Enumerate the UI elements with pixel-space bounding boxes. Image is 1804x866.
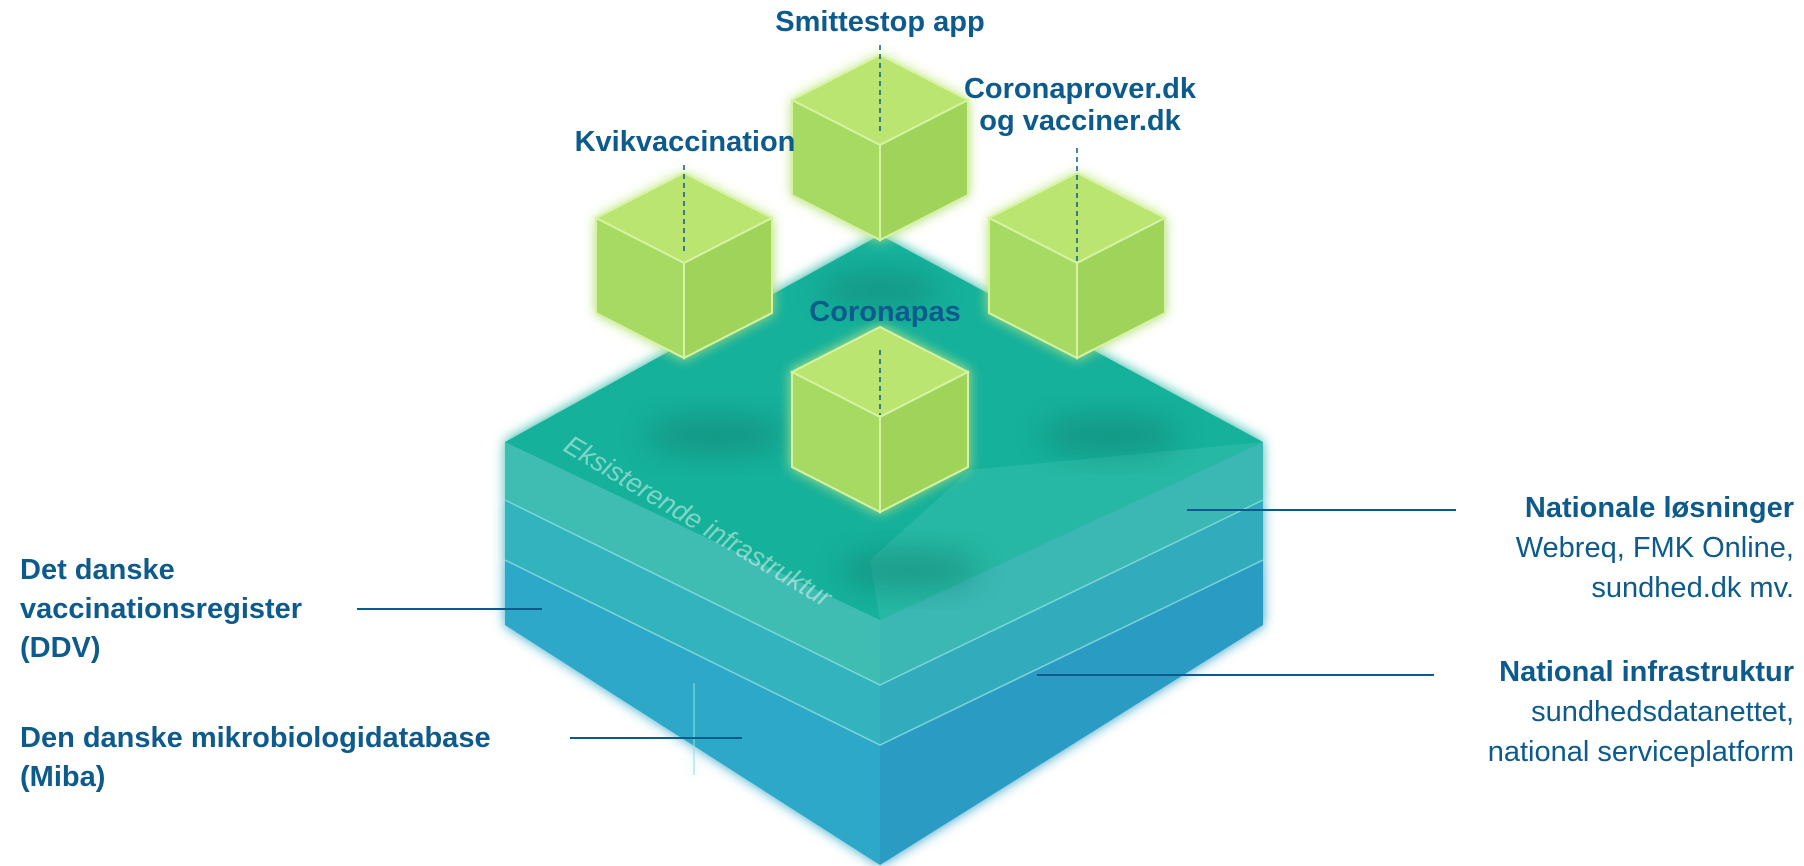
nationale-losninger-sub1: Webreq, FMK Online, bbox=[1515, 532, 1794, 564]
ddv-line2: vaccinationsregister bbox=[20, 593, 303, 625]
ddv-label: Det danske vaccinationsregister (DDV) bbox=[20, 551, 302, 668]
ddv-line3: (DDV) bbox=[20, 632, 101, 664]
nationale-losninger-title: Nationale løsninger bbox=[1524, 492, 1794, 524]
coronapas-cube-right-face bbox=[879, 370, 969, 514]
nationale-losninger-sub2: sundhed.dk mv. bbox=[1591, 572, 1794, 604]
national-infrastruktur-sub2: national serviceplatform bbox=[1487, 736, 1794, 768]
coronaprover-line1: Coronaprover.dk bbox=[963, 73, 1197, 105]
cube-shadows bbox=[645, 272, 1180, 590]
smittestop-cube-right-face bbox=[879, 98, 969, 242]
miba-line2: (Miba) bbox=[20, 761, 106, 793]
national-infrastruktur-sub1: sundhedsdatanettet, bbox=[1531, 696, 1794, 728]
coronaprover-cube bbox=[986, 171, 1168, 360]
nationale-losninger-label: Nationale løsninger Webreq, FMK Online, … bbox=[1516, 488, 1794, 608]
national-infrastruktur-label: National infrastruktur sundhedsdatanette… bbox=[1488, 652, 1794, 772]
top-layer-left-side bbox=[505, 442, 880, 685]
coronaprover-line2: og vacciner.dk bbox=[979, 105, 1181, 137]
kvikvaccination-cube-right-face bbox=[683, 216, 773, 360]
coronaprover-label: Coronaprover.dk og vacciner.dk bbox=[935, 73, 1225, 137]
miba-label: Den danske mikrobiologidatabase (Miba) bbox=[20, 719, 491, 797]
cubes-group bbox=[593, 53, 1168, 514]
coronapas-label: Coronapas bbox=[809, 296, 961, 328]
smittestop-label: Smittestop app bbox=[775, 6, 985, 38]
miba-line1: Den danske mikrobiologidatabase bbox=[20, 722, 491, 754]
side-leader-lines bbox=[357, 509, 1456, 739]
top-layer-right-side bbox=[880, 442, 1263, 685]
kvikvaccination-cube bbox=[593, 171, 775, 360]
ddv-line1: Det danske bbox=[20, 554, 175, 586]
coronaprover-cube-right-face bbox=[1076, 216, 1166, 360]
national-infrastruktur-title: National infrastruktur bbox=[1499, 656, 1794, 688]
kvikvaccination-label: Kvikvaccination bbox=[574, 126, 796, 158]
app-leader-lines bbox=[683, 45, 1078, 415]
